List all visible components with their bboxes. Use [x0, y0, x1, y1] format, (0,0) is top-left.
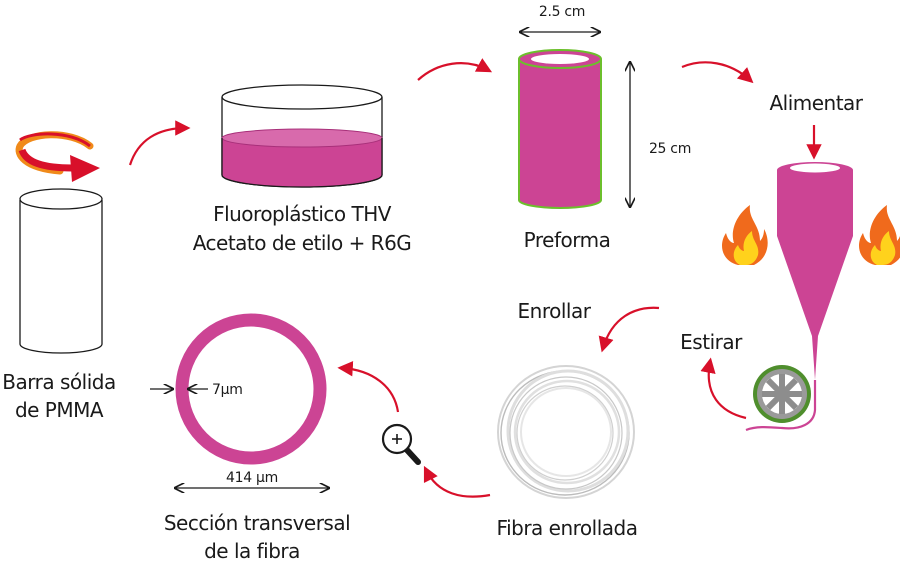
wind-label: Enrollar: [518, 299, 592, 323]
solution-label-line2: Acetato de etilo + R6G: [193, 231, 412, 255]
fiber-diameter-label: 414 µm: [226, 470, 278, 486]
draw-label: Estirar: [680, 330, 743, 354]
flow-arrow-1: [128, 120, 191, 166]
drawing-furnace-preform: [777, 162, 853, 380]
fiber-cross-section: [175, 313, 327, 465]
flow-arrow-3: [681, 61, 754, 84]
cross-section-label-line1: Sección transversal: [164, 511, 350, 535]
rod-label-line1: Barra sólida: [2, 370, 115, 394]
inspect-arrow-2: [337, 361, 400, 413]
preform-label: Preforma: [524, 228, 611, 252]
rod-label-line2: de PMMA: [15, 398, 104, 422]
preform: [518, 49, 602, 209]
flame-icon: [722, 205, 768, 265]
solution-beaker: [221, 84, 383, 188]
draw-arrow: [700, 357, 747, 420]
feed-label: Alimentar: [769, 91, 863, 115]
wound-fiber-label: Fibra enrollada: [497, 516, 638, 540]
solution-label-line1: Fluoroplástico THV: [213, 202, 392, 226]
drawn-fiber: [745, 380, 817, 432]
cross-section-label-line2: de la fibra: [204, 539, 300, 563]
preform-diameter-label: 2.5 cm: [539, 4, 585, 20]
cladding-thickness-label: 7µm: [212, 382, 243, 398]
wound-fiber-coil: [497, 365, 635, 499]
rotation-arrow-icon: [15, 131, 100, 182]
flow-arrow-2: [417, 58, 493, 81]
spool-icon: [753, 365, 811, 423]
preform-length-label: 25 cm: [649, 141, 691, 157]
inspect-arrow-1: [423, 465, 491, 498]
flame-icon: [859, 205, 900, 265]
magnifier-icon: [381, 423, 421, 465]
pmma-rod: [19, 188, 103, 354]
wind-arrow: [598, 306, 660, 353]
